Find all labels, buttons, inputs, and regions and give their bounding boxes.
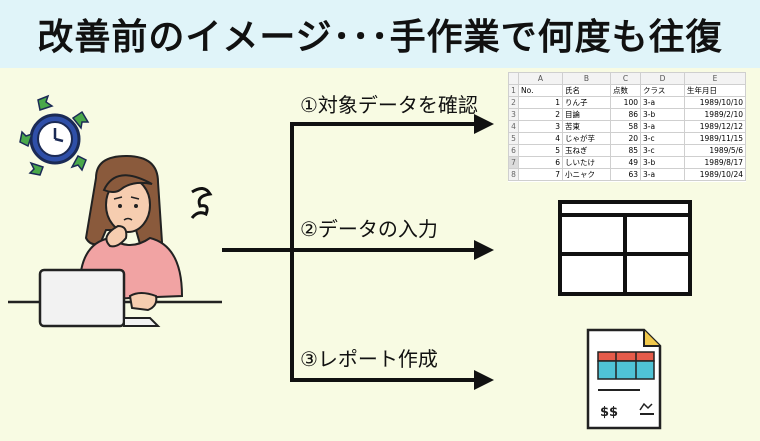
- row-number: 2: [508, 96, 519, 109]
- step-2-label: ②データの入力: [300, 217, 438, 241]
- table-cell: 1989/2/10: [684, 108, 746, 121]
- header-cell: 点数: [610, 84, 641, 97]
- table-cell: 7: [518, 168, 563, 181]
- table-cell: 20: [610, 132, 641, 145]
- table-cell: しいたけ: [562, 156, 611, 169]
- arrow-head-1: [474, 114, 494, 134]
- header-cell: 生年月日: [684, 84, 746, 97]
- header-cell: 氏名: [562, 84, 611, 97]
- table-cell: 3-b: [640, 156, 685, 169]
- report-document-icon: $$: [586, 328, 662, 430]
- column-letter: E: [684, 72, 746, 85]
- table-cell: 玉ねぎ: [562, 144, 611, 157]
- table-cell: じゃが芋: [562, 132, 611, 145]
- table-cell: 49: [610, 156, 641, 169]
- table-cell: 1989/5/6: [684, 144, 746, 157]
- header-banner: 改善前のイメージ･･･手作業で何度も往復: [0, 0, 760, 68]
- step-3-label: ③レポート作成: [300, 347, 438, 371]
- arrow-head-3: [474, 370, 494, 390]
- table-cell: 3-c: [640, 144, 685, 157]
- table-cell: 1989/10/10: [684, 96, 746, 109]
- step-1-label: ①対象データを確認: [300, 93, 478, 117]
- row-number: 3: [508, 108, 519, 121]
- table-cell: 63: [610, 168, 641, 181]
- row-number: 7: [508, 156, 519, 169]
- table-cell: 86: [610, 108, 641, 121]
- person-illustration: [78, 154, 184, 302]
- header-cell: クラス: [640, 84, 685, 97]
- cycle-arrows-icon: [19, 94, 90, 176]
- page-title: 改善前のイメージ･･･手作業で何度も往復: [37, 17, 723, 58]
- table-cell: 1989/11/15: [684, 132, 746, 145]
- table-cell: 1989/12/12: [684, 120, 746, 133]
- clock-icon: [29, 113, 81, 165]
- table-cell: 3-c: [640, 132, 685, 145]
- report-currency-text: $$: [600, 405, 618, 420]
- table-cell: 3-a: [640, 120, 685, 133]
- column-letter: A: [518, 72, 563, 85]
- table-cell: 4: [518, 132, 563, 145]
- table-cell: 2: [518, 108, 563, 121]
- table-cell: 目論: [562, 108, 611, 121]
- table-cell: 85: [610, 144, 641, 157]
- column-letter: C: [610, 72, 641, 85]
- row-number: 8: [508, 168, 519, 181]
- flow-arrows: [222, 122, 478, 382]
- column-letter: B: [562, 72, 611, 85]
- table-cell: 苦東: [562, 120, 611, 133]
- row-number: 4: [508, 120, 519, 133]
- worry-squiggle-icon: [190, 187, 213, 219]
- corner-cell: [508, 72, 519, 85]
- data-entry-form-icon: [558, 200, 692, 296]
- table-cell: 3-a: [640, 168, 685, 181]
- table-cell: 3-a: [640, 96, 685, 109]
- header-cell: No.: [518, 84, 563, 97]
- row-number: 5: [508, 132, 519, 145]
- table-cell: りん子: [562, 96, 611, 109]
- table-cell: 100: [610, 96, 641, 109]
- laptop-icon: [38, 268, 161, 328]
- table-cell: 6: [518, 156, 563, 169]
- table-cell: 1989/10/24: [684, 168, 746, 181]
- row-number: 1: [508, 84, 519, 97]
- table-cell: 1989/8/17: [684, 156, 746, 169]
- table-cell: 58: [610, 120, 641, 133]
- table-cell: 3: [518, 120, 563, 133]
- arrow-head-2: [474, 240, 494, 260]
- table-cell: 5: [518, 144, 563, 157]
- table-cell: 小ニャク: [562, 168, 611, 181]
- table-cell: 3-b: [640, 108, 685, 121]
- table-cell: 1: [518, 96, 563, 109]
- column-letter: D: [640, 72, 685, 85]
- row-number: 6: [508, 144, 519, 157]
